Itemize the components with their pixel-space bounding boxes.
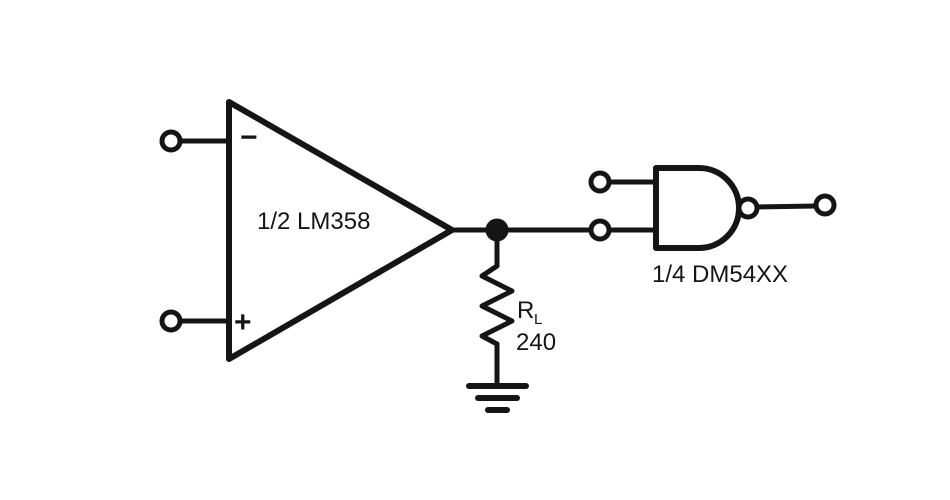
ground-symbol	[466, 383, 529, 413]
gate-bottom-input-terminal	[588, 218, 612, 242]
gate-output-wire	[754, 203, 819, 210]
gate-top-input-terminal	[588, 170, 612, 194]
opamp-noninverting-sign: +	[234, 306, 252, 339]
opamp-noninverting-input-terminal	[159, 309, 183, 333]
nand-gate-inversion-bubble	[736, 196, 760, 220]
resistor-name: R	[517, 297, 534, 324]
circuit-strokes	[159, 99, 837, 413]
gate-label: 1/4 DM54XX	[652, 261, 788, 288]
gate-output-terminal	[813, 193, 837, 217]
opamp-triangle	[226, 99, 455, 362]
resistor-zigzag	[479, 263, 515, 347]
opamp-inverting-input-terminal	[159, 129, 183, 153]
resistor-value: 240	[516, 329, 556, 356]
circuit-labels: − + 1/2 LM358 1/4 DM54XX R L 240	[234, 121, 788, 356]
nand-gate-body	[653, 165, 742, 251]
opamp-label: 1/2 LM358	[257, 208, 370, 235]
resistor-name-subscript: L	[534, 311, 542, 328]
junction-dot	[485, 218, 509, 242]
opamp-inverting-sign: −	[240, 121, 258, 154]
